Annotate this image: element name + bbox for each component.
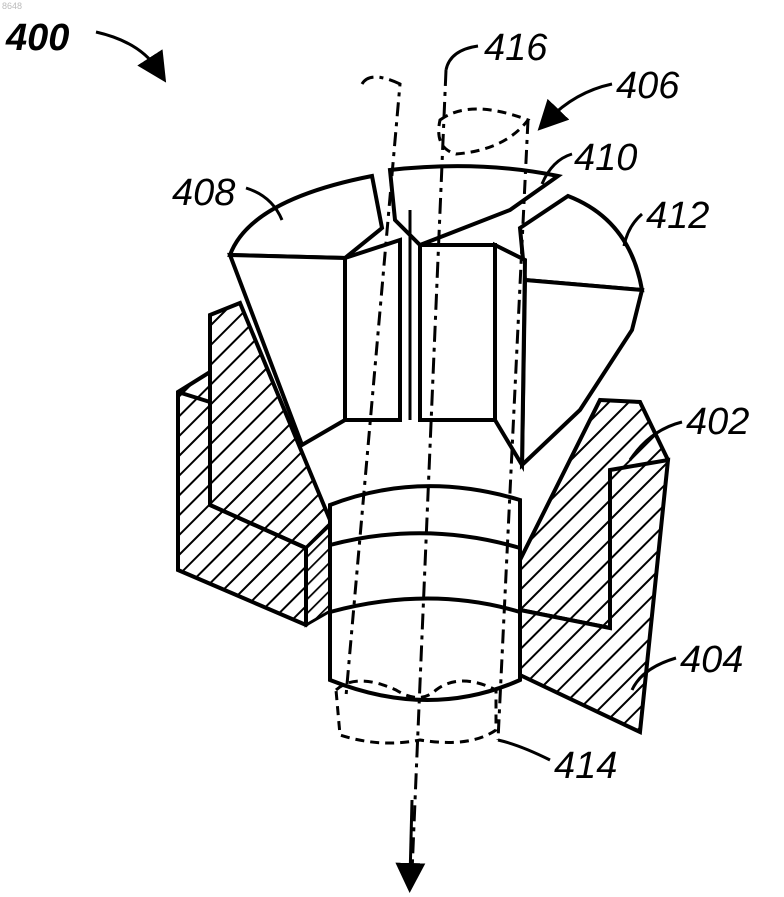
label-414: 414 (554, 745, 617, 787)
label-400: 400 (5, 17, 69, 59)
axis-arrow (410, 800, 412, 878)
label-410: 410 (574, 137, 637, 179)
corner-id: 8648 (2, 1, 22, 11)
label-402: 402 (686, 401, 749, 443)
label-412: 412 (646, 195, 709, 237)
label-406: 406 (616, 65, 680, 107)
label-404: 404 (680, 639, 743, 681)
label-416: 416 (484, 27, 548, 69)
label-408: 408 (172, 172, 235, 214)
